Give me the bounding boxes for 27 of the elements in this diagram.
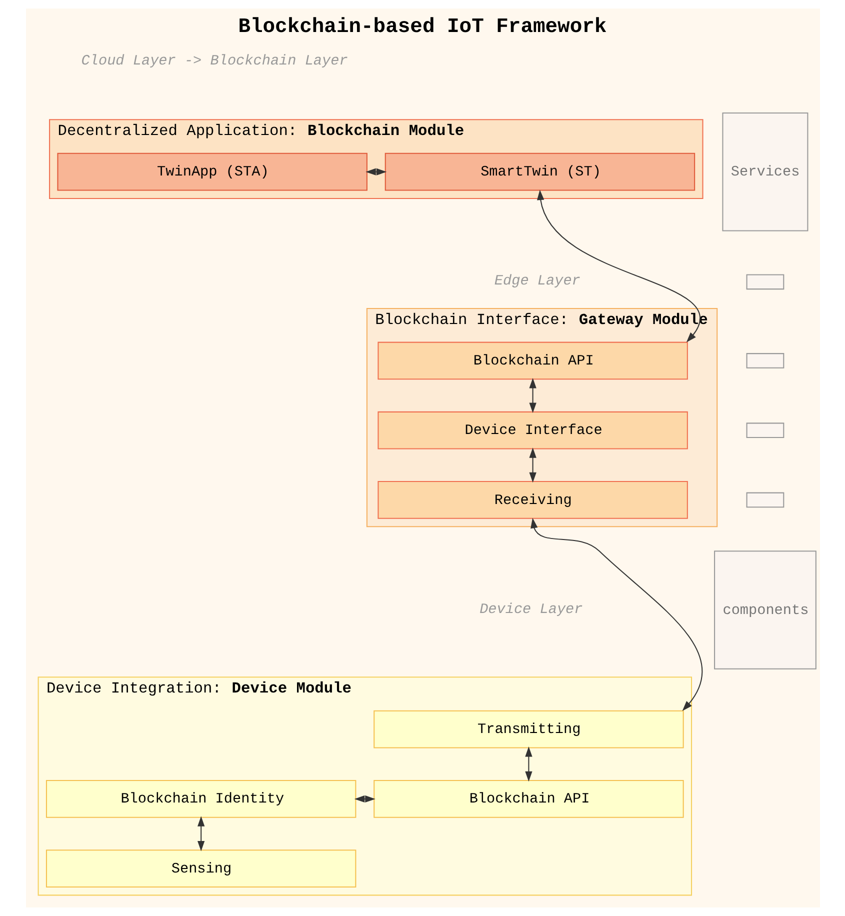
label: Edge Layer bbox=[494, 274, 580, 290]
arrow bbox=[365, 168, 386, 176]
arrow bbox=[524, 746, 532, 782]
arrow bbox=[528, 378, 536, 414]
arrow bbox=[354, 795, 375, 803]
node-box: components bbox=[714, 550, 816, 670]
node-box: Services bbox=[722, 112, 808, 232]
arrow bbox=[528, 448, 536, 483]
node-box: TwinApp (STA) bbox=[56, 152, 367, 191]
arrow bbox=[530, 518, 702, 712]
diagram-title: Blockchain-based IoT Framework bbox=[238, 16, 606, 40]
node-box bbox=[746, 274, 784, 290]
arrow bbox=[536, 190, 700, 342]
node-box bbox=[746, 353, 784, 368]
node-box: Blockchain API bbox=[377, 342, 688, 380]
label: Device Layer bbox=[479, 602, 582, 618]
node-box: Transmitting bbox=[373, 710, 684, 748]
arrow bbox=[197, 816, 204, 852]
node-box bbox=[746, 422, 784, 438]
label: Cloud Layer -> Blockchain Layer bbox=[80, 54, 348, 70]
node-box: SmartTwin (ST) bbox=[384, 152, 695, 191]
node-box: Sensing bbox=[45, 850, 356, 888]
node-box: Device Interface bbox=[377, 411, 688, 450]
node-box bbox=[746, 492, 784, 508]
node-box: Receiving bbox=[377, 481, 688, 519]
node-box: Blockchain API bbox=[373, 780, 684, 818]
node-box: Blockchain Identity bbox=[45, 780, 356, 818]
